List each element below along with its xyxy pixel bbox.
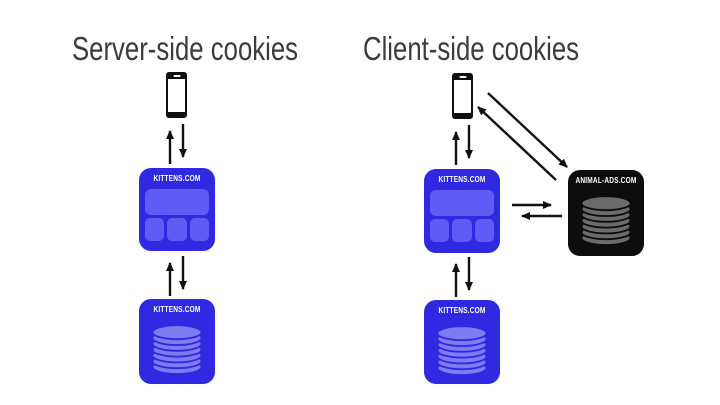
arrow-down-right-icon (487, 92, 568, 168)
browser-tile-row (145, 218, 209, 241)
database-icon (580, 195, 632, 246)
phone-browser-arrows (452, 125, 473, 165)
database-icon (151, 324, 203, 375)
phone-screen (454, 80, 471, 113)
browser-tile (189, 218, 209, 241)
phone-screen (168, 79, 185, 112)
kittens-server-panel: KITTENS.COM (139, 299, 215, 384)
left-section-title: Server-side cookies (72, 30, 299, 67)
phone-speaker (459, 76, 466, 78)
browser-tile (430, 219, 450, 242)
browser-database-arrows (452, 257, 473, 297)
kittens-browser-panel: KITTENS.COM (139, 168, 215, 251)
browser-content-block (145, 189, 209, 215)
phone-speaker (173, 75, 180, 77)
right-section-title: Client-side cookies (363, 30, 580, 67)
arrow-up-left-icon (477, 106, 557, 181)
browser-site-label: KITTENS.COM (438, 175, 486, 184)
server-site-label: KITTENS.COM (153, 305, 201, 314)
browser-tile (452, 219, 472, 242)
phone-browser-arrows (166, 124, 187, 164)
smartphone-icon (452, 73, 473, 119)
kittens-server-panel: KITTENS.COM (424, 300, 500, 384)
browser-tile (167, 218, 187, 241)
server-site-label: KITTENS.COM (438, 306, 486, 315)
ad-server-site-label: ANIMAL-ADS.COM (575, 176, 637, 185)
browser-adserver-arrows (512, 201, 562, 220)
browser-tile (474, 219, 494, 242)
browser-tile-row (430, 219, 494, 242)
phone-adserver-arrows (477, 92, 568, 181)
kittens-browser-panel: KITTENS.COM (424, 169, 500, 253)
browser-database-arrows (166, 256, 187, 296)
animal-ads-server-panel: ANIMAL-ADS.COM (568, 170, 644, 256)
browser-tile (145, 218, 165, 241)
browser-content-block (430, 190, 494, 216)
database-icon (436, 325, 488, 376)
smartphone-icon (166, 72, 187, 118)
browser-site-label: KITTENS.COM (153, 174, 201, 183)
